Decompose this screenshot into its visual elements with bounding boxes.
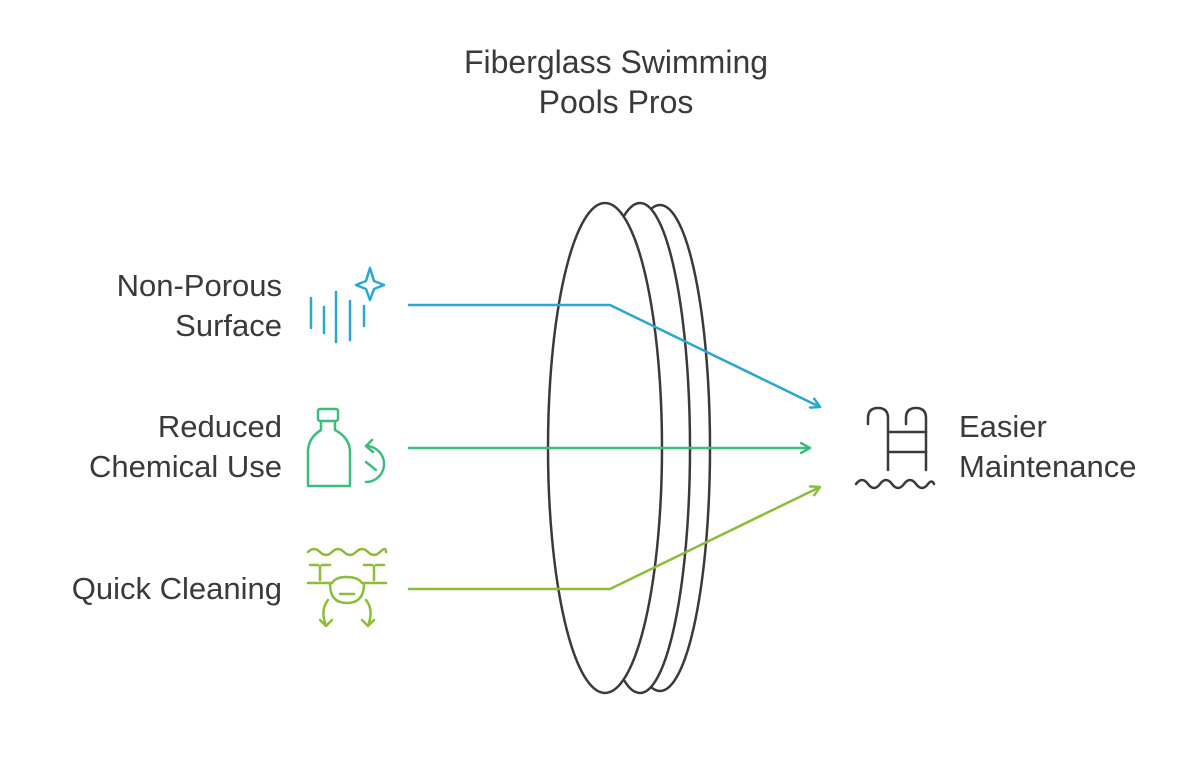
- label-reduced-chemical-use: Reduced Chemical Use: [89, 409, 282, 484]
- title-line-1: Fiberglass Swimming: [463, 44, 769, 80]
- pool-ladder-icon: [854, 406, 936, 490]
- arrow-cleaning-to-maintenance: [408, 487, 820, 591]
- title-line-2: Pools Pros: [538, 84, 694, 120]
- diagram-title: Fiberglass Swimming Pools Pros: [416, 42, 816, 122]
- sparkle-surface-icon: [309, 266, 386, 344]
- label-quick-cleaning: Quick Cleaning: [71, 571, 282, 606]
- label-easier-maintenance: Easier Maintenance: [959, 409, 1137, 484]
- pool-drone-icon: [306, 547, 388, 628]
- arrow-non-porous-to-maintenance: [408, 303, 820, 407]
- label-non-porous-surface: Non-Porous Surface: [116, 268, 282, 343]
- bottle-refresh-icon: [306, 407, 386, 488]
